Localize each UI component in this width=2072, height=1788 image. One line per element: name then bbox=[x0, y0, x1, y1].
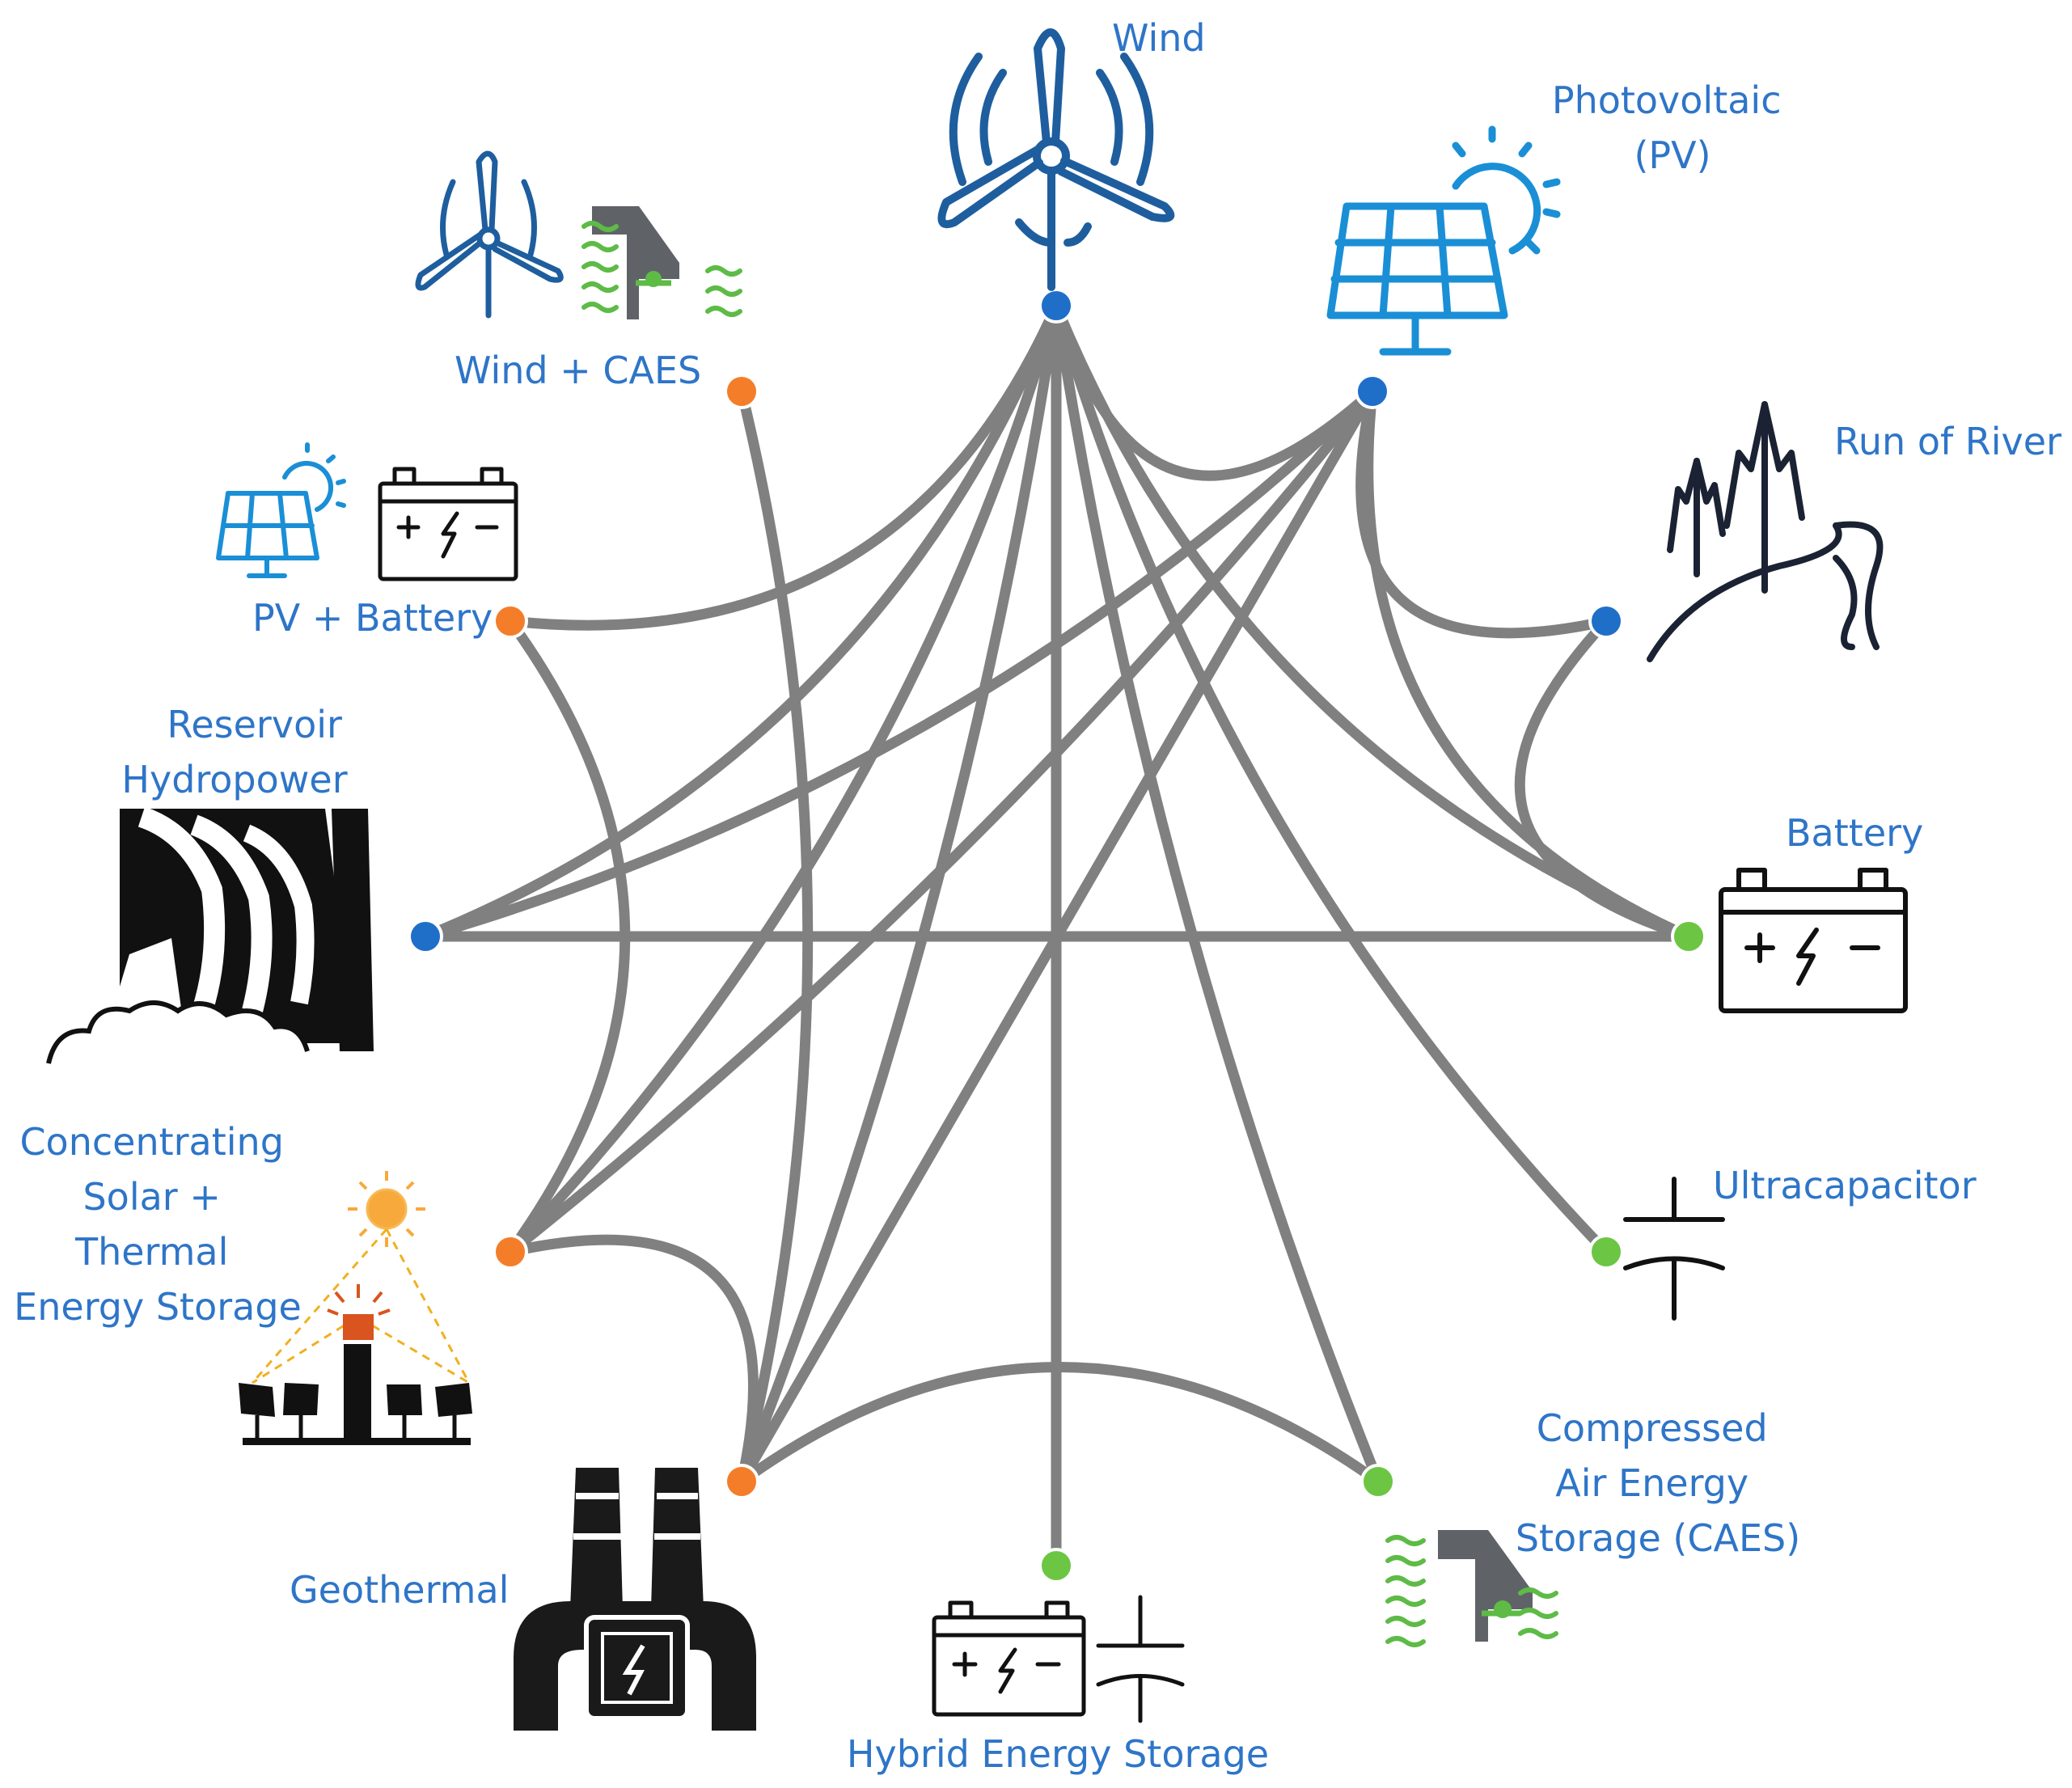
dam-icon bbox=[46, 806, 374, 1064]
caes-label-line-2: Air Energy bbox=[1555, 1461, 1749, 1505]
node-battery bbox=[1671, 919, 1706, 954]
reservoir-label-line-1: Reservoir bbox=[167, 703, 342, 746]
pv-label: Photovoltaic (PV) bbox=[1552, 78, 1793, 177]
battery-capacitor-icon bbox=[932, 1595, 1185, 1723]
battery-label: Battery bbox=[1786, 811, 1923, 855]
solar-tower-icon bbox=[239, 1171, 472, 1445]
battery-icon bbox=[1719, 868, 1908, 1013]
node-hybrid bbox=[1038, 1548, 1074, 1583]
edge-wind-csp bbox=[505, 300, 1062, 1258]
reservoir-label-line-2: Hydropower bbox=[121, 758, 347, 801]
node-caes bbox=[1360, 1464, 1396, 1499]
node-geothermal bbox=[724, 1464, 759, 1499]
ultracapacitor-label: Ultracapacitor bbox=[1713, 1164, 1977, 1207]
edge-wind-reservoir bbox=[420, 300, 1062, 942]
node-wind-caes bbox=[724, 374, 759, 409]
caes-label: Compressed Air Energy Storage (CAES) bbox=[1516, 1406, 1800, 1560]
edge-wind-caes bbox=[1051, 300, 1384, 1487]
compressed-air-icon bbox=[1385, 1530, 1558, 1647]
edge-pv-reservoir bbox=[420, 386, 1378, 942]
pv-label-line-2: (PV) bbox=[1634, 133, 1710, 177]
edge-geothermal-caes bbox=[736, 1362, 1384, 1487]
edge-pv-csp bbox=[505, 386, 1378, 1258]
edge-wind-geothermal bbox=[736, 300, 1062, 1487]
hybrid-energy-storage-label: Hybrid Energy Storage bbox=[847, 1732, 1269, 1776]
run-of-river-label: Run of River bbox=[1834, 420, 2061, 463]
reservoir-hydropower-label: Reservoir Hydropower bbox=[121, 703, 353, 801]
geothermal-label: Geothermal bbox=[290, 1568, 509, 1612]
csp-label-line-2: Solar + bbox=[82, 1175, 220, 1219]
edge-wind-pv_battery bbox=[505, 300, 1062, 631]
csp-label-line-3: Thermal bbox=[74, 1230, 228, 1274]
csp-label-line-4: Energy Storage bbox=[14, 1285, 302, 1329]
network-edges bbox=[420, 300, 1694, 1571]
caes-label-line-1: Compressed bbox=[1537, 1406, 1768, 1450]
csp-label: Concentrating Solar + Thermal Energy Sto… bbox=[14, 1120, 302, 1329]
csp-label-line-1: Concentrating bbox=[19, 1120, 283, 1164]
solar-panel-icon bbox=[1326, 125, 1561, 356]
solar-battery-icon bbox=[216, 442, 518, 581]
node-run-of-river bbox=[1588, 603, 1624, 639]
river-trees-icon bbox=[1647, 401, 1884, 662]
edge-run_of_river-battery bbox=[1514, 615, 1694, 942]
node-wind bbox=[1038, 288, 1074, 323]
edge-pv-battery bbox=[1363, 386, 1694, 942]
capacitor-icon bbox=[1623, 1177, 1725, 1321]
pv-label-line-1: Photovoltaic bbox=[1552, 78, 1782, 122]
wind-caes-label: Wind + CAES bbox=[455, 349, 701, 392]
edge-pv_battery-csp bbox=[505, 615, 631, 1258]
wind-label: Wind bbox=[1112, 16, 1206, 60]
pv-battery-label: PV + Battery bbox=[252, 596, 493, 640]
node-reservoir bbox=[408, 919, 443, 954]
node-pv bbox=[1355, 374, 1390, 409]
node-pv-battery bbox=[493, 603, 528, 639]
caes-label-line-3: Storage (CAES) bbox=[1516, 1516, 1800, 1560]
wind-turbine-icon bbox=[937, 28, 1175, 291]
node-ultracapacitor bbox=[1588, 1234, 1624, 1270]
edge-csp-geothermal bbox=[505, 1234, 759, 1487]
node-csp bbox=[493, 1234, 528, 1270]
geothermal-plant-icon bbox=[514, 1468, 756, 1731]
edge-pv-run_of_river bbox=[1355, 386, 1612, 639]
edge-wind_caes-geothermal bbox=[736, 386, 814, 1487]
wind-caes-icon bbox=[415, 150, 742, 319]
edge-wind-ultracapacitor bbox=[1051, 300, 1612, 1258]
network-nodes bbox=[408, 288, 1706, 1583]
